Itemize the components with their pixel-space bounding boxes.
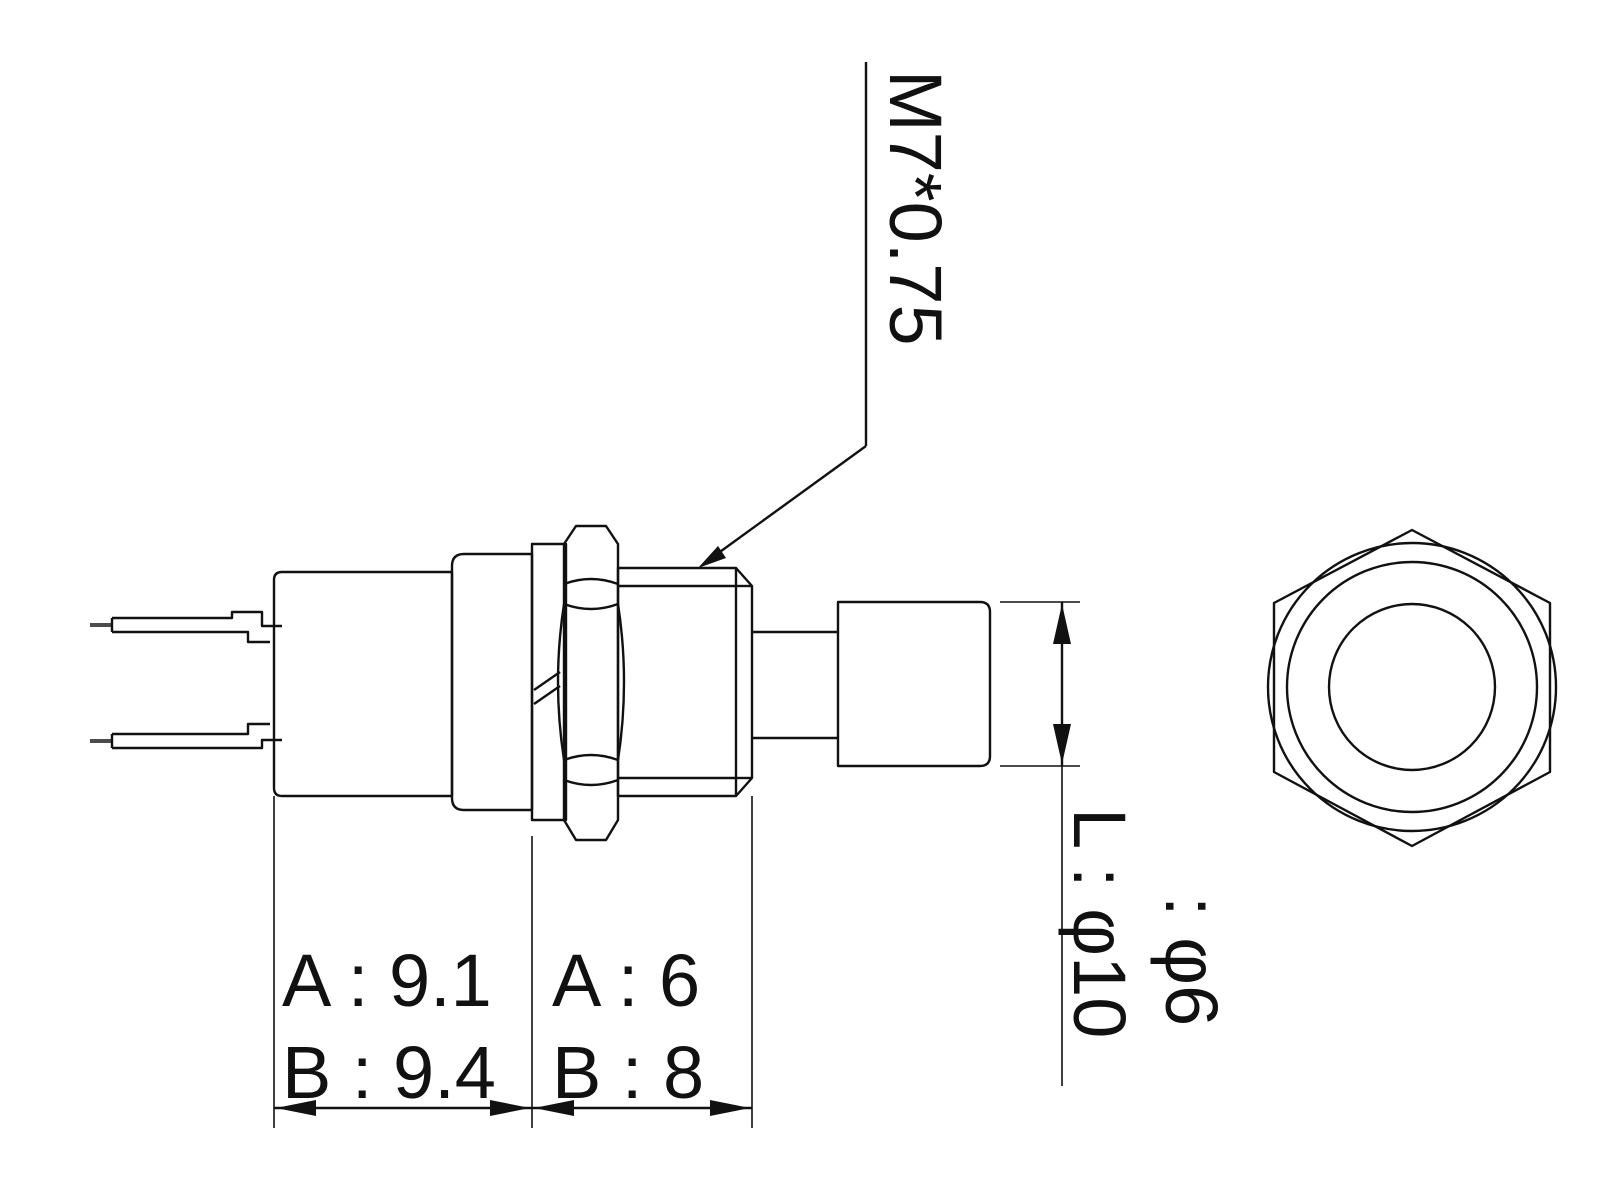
switch-side-view (90, 524, 992, 842)
threaded-bushing (616, 566, 754, 798)
hex-nut-side (556, 524, 626, 842)
bushing-length-a-label: A : 6 (552, 939, 700, 1022)
length-dimensions (273, 796, 753, 1128)
cap-diameter-label: : φ6 (1150, 896, 1233, 1026)
thread-leader (698, 62, 868, 568)
diameter-dimension (1000, 601, 1080, 1086)
outer-ring (1266, 541, 1558, 833)
bushing-length-b-label: B : 8 (552, 1031, 704, 1114)
body-length-a-label: A : 9.1 (282, 939, 492, 1022)
middle-ring (1285, 560, 1539, 814)
hex-nut-front (1272, 528, 1552, 848)
button-cap (836, 600, 992, 768)
body-length-b-label: B : 9.4 (282, 1031, 496, 1114)
washer (530, 542, 568, 822)
plunger-shaft (752, 630, 838, 740)
cap-circle (1327, 602, 1497, 772)
terminal-lower (90, 722, 282, 750)
length-diameter-label: L : φ10 (1058, 808, 1141, 1038)
middle-body (450, 552, 534, 812)
thread-spec-label: M7*0.75 (874, 70, 957, 346)
switch-front-view (1266, 528, 1558, 848)
terminal-upper (90, 610, 282, 644)
rear-housing (272, 570, 454, 798)
